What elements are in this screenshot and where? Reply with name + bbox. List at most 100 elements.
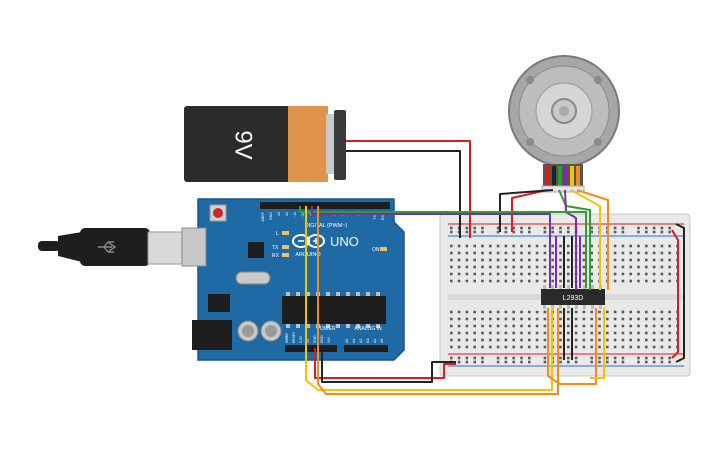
breadboard-hole <box>473 331 476 335</box>
breadboard-hole <box>668 331 671 335</box>
breadboard-hole <box>582 338 586 342</box>
breadboard-hole <box>496 345 500 349</box>
breadboard-hole <box>660 324 664 328</box>
breadboard-hole <box>504 244 508 248</box>
battery-9v: 9V <box>184 106 346 182</box>
breadboard-hole <box>496 251 500 255</box>
digital-header-label: DIGITAL (PWM~) <box>305 223 348 229</box>
breadboard-hole <box>590 360 593 364</box>
breadboard-hole <box>645 272 648 276</box>
breadboard-hole <box>457 279 461 283</box>
breadboard-hole <box>489 331 492 335</box>
led-label-l: L <box>276 231 279 237</box>
breadboard-hole <box>504 324 508 328</box>
breadboard-hole <box>621 258 625 262</box>
led-label-rx: RX <box>272 253 280 259</box>
breadboard-hole <box>559 272 562 276</box>
breadboard-hole <box>551 279 554 283</box>
breadboard-hole <box>520 258 523 262</box>
breadboard-hole <box>528 251 531 255</box>
breadboard-hole <box>457 251 461 255</box>
breadboard-hole <box>543 265 547 269</box>
breadboard-hole <box>567 338 570 342</box>
breadboard-hole <box>504 360 508 364</box>
dc-motor <box>508 55 620 193</box>
breadboard-hole <box>637 226 640 230</box>
breadboard-hole <box>590 317 593 321</box>
breadboard-hole <box>473 265 476 269</box>
breadboard-hole <box>465 317 469 321</box>
analog-label: ANALOG IN <box>354 326 382 332</box>
breadboard-hole <box>668 317 671 321</box>
breadboard-hole <box>652 265 656 269</box>
breadboard-hole <box>496 331 500 335</box>
breadboard-hole <box>660 360 664 364</box>
breadboard-hole <box>520 251 523 255</box>
breadboard-hole <box>606 345 609 349</box>
breadboard-hole <box>606 356 609 360</box>
breadboard-hole <box>543 244 547 248</box>
breadboard-hole <box>520 265 523 269</box>
breadboard-hole <box>629 324 632 328</box>
breadboard-hole <box>621 251 625 255</box>
breadboard-hole <box>520 317 523 321</box>
breadboard-hole <box>481 258 484 262</box>
breadboard-hole <box>598 331 601 335</box>
breadboard-hole <box>528 356 531 360</box>
breadboard-hole <box>652 360 656 364</box>
breadboard-hole <box>496 226 500 230</box>
breadboard-hole <box>567 265 570 269</box>
breadboard-hole <box>582 345 586 349</box>
breadboard-hole <box>520 360 523 364</box>
breadboard-hole <box>668 230 671 234</box>
breadboard-hole <box>481 356 484 360</box>
breadboard-hole <box>652 324 656 328</box>
breadboard-hole <box>652 244 656 248</box>
breadboard-hole <box>489 310 492 314</box>
breadboard-hole <box>629 244 632 248</box>
led-label-on: ON <box>372 247 380 253</box>
digital-pin-label: RX 0 <box>381 212 385 220</box>
breadboard-hole <box>450 258 453 262</box>
breadboard-hole <box>559 251 562 255</box>
breadboard-hole <box>543 356 547 360</box>
breadboard-hole <box>512 265 515 269</box>
breadboard-hole <box>621 317 625 321</box>
power-pin-label: VIN <box>327 337 331 343</box>
breadboard-hole <box>512 258 515 262</box>
breadboard-hole <box>590 265 593 269</box>
breadboard-hole <box>489 324 492 328</box>
breadboard-hole <box>450 331 453 335</box>
breadboard-hole <box>512 272 515 276</box>
breadboard-hole <box>512 331 515 335</box>
breadboard-hole <box>465 258 469 262</box>
breadboard-hole <box>465 356 469 360</box>
breadboard-hole <box>450 324 453 328</box>
breadboard-hole <box>598 345 601 349</box>
breadboard-hole <box>543 230 547 234</box>
breadboard-hole <box>473 310 476 314</box>
breadboard-hole <box>590 226 593 230</box>
breadboard-hole <box>637 258 640 262</box>
breadboard-hole <box>473 324 476 328</box>
breadboard-hole <box>457 338 461 342</box>
breadboard-hole <box>567 258 570 262</box>
breadboard-hole <box>645 258 648 262</box>
digital-pin-label: AREF <box>261 211 265 221</box>
usb-cable <box>38 228 185 266</box>
breadboard-hole <box>598 338 601 342</box>
breadboard-hole <box>567 230 570 234</box>
breadboard-hole <box>465 265 469 269</box>
breadboard-hole <box>559 324 562 328</box>
breadboard-hole <box>613 272 617 276</box>
breadboard-hole <box>613 258 617 262</box>
breadboard-hole <box>668 265 671 269</box>
breadboard-hole <box>465 279 469 283</box>
breadboard-hole <box>528 317 531 321</box>
breadboard-hole <box>645 356 648 360</box>
breadboard-hole <box>473 258 476 262</box>
breadboard-hole <box>637 360 640 364</box>
breadboard-hole <box>567 226 570 230</box>
breadboard-hole <box>528 279 531 283</box>
wire-motor-yellow <box>570 189 601 290</box>
